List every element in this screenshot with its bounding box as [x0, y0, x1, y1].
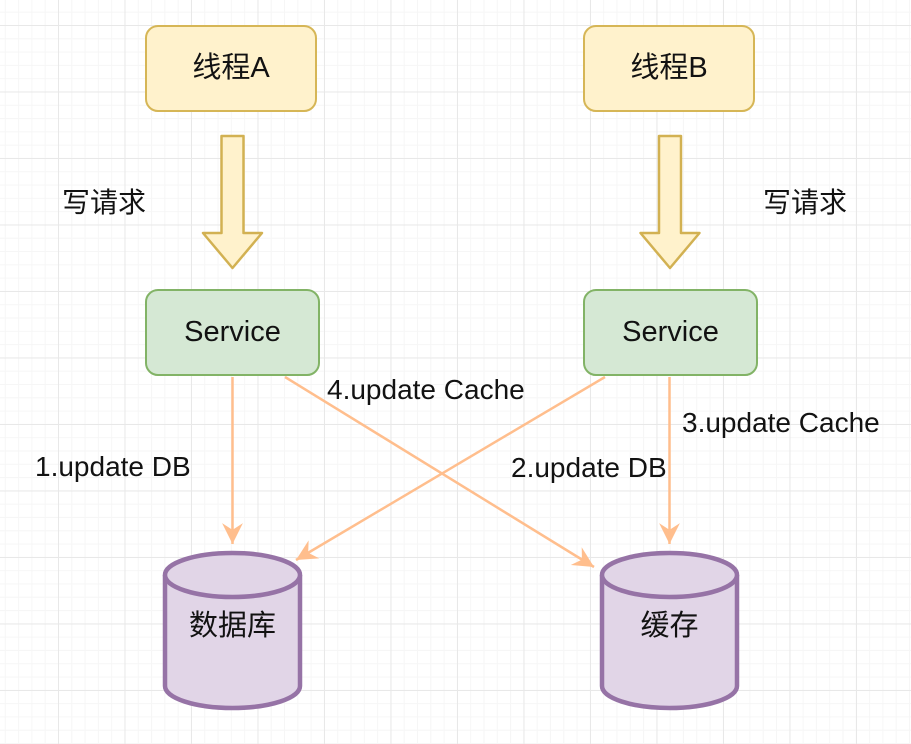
block-arrow-down-right [639, 134, 701, 270]
database-cylinder [162, 550, 303, 711]
edge-label-update-db-2: 2.update DB [511, 452, 667, 483]
block-arrow-down-left [201, 134, 264, 270]
node-cache-label: 缓存 [640, 610, 699, 642]
edge-service-left-to-cache [284, 375, 595, 569]
node-service-left: Service [145, 289, 320, 376]
node-service-right: Service [583, 289, 758, 376]
node-database-label: 数据库 [188, 610, 276, 642]
edge-label-write-request-right: 写请求 [763, 187, 848, 218]
node-service-left-label: Service [184, 316, 281, 348]
node-thread-b-label: 线程B [630, 52, 708, 84]
node-thread-a: 线程A [145, 25, 317, 112]
node-thread-b: 线程B [583, 25, 755, 112]
cache-cylinder [599, 550, 740, 711]
edge-label-write-request-left: 写请求 [62, 187, 147, 218]
node-service-right-label: Service [622, 316, 719, 348]
edge-label-update-cache-3: 3.update Cache [682, 407, 880, 438]
edge-label-update-cache-4: 4.update Cache [327, 374, 525, 405]
node-thread-a-label: 线程A [192, 52, 270, 84]
edge-service-right-to-db [295, 375, 606, 562]
edge-label-update-db-1: 1.update DB [35, 451, 191, 482]
